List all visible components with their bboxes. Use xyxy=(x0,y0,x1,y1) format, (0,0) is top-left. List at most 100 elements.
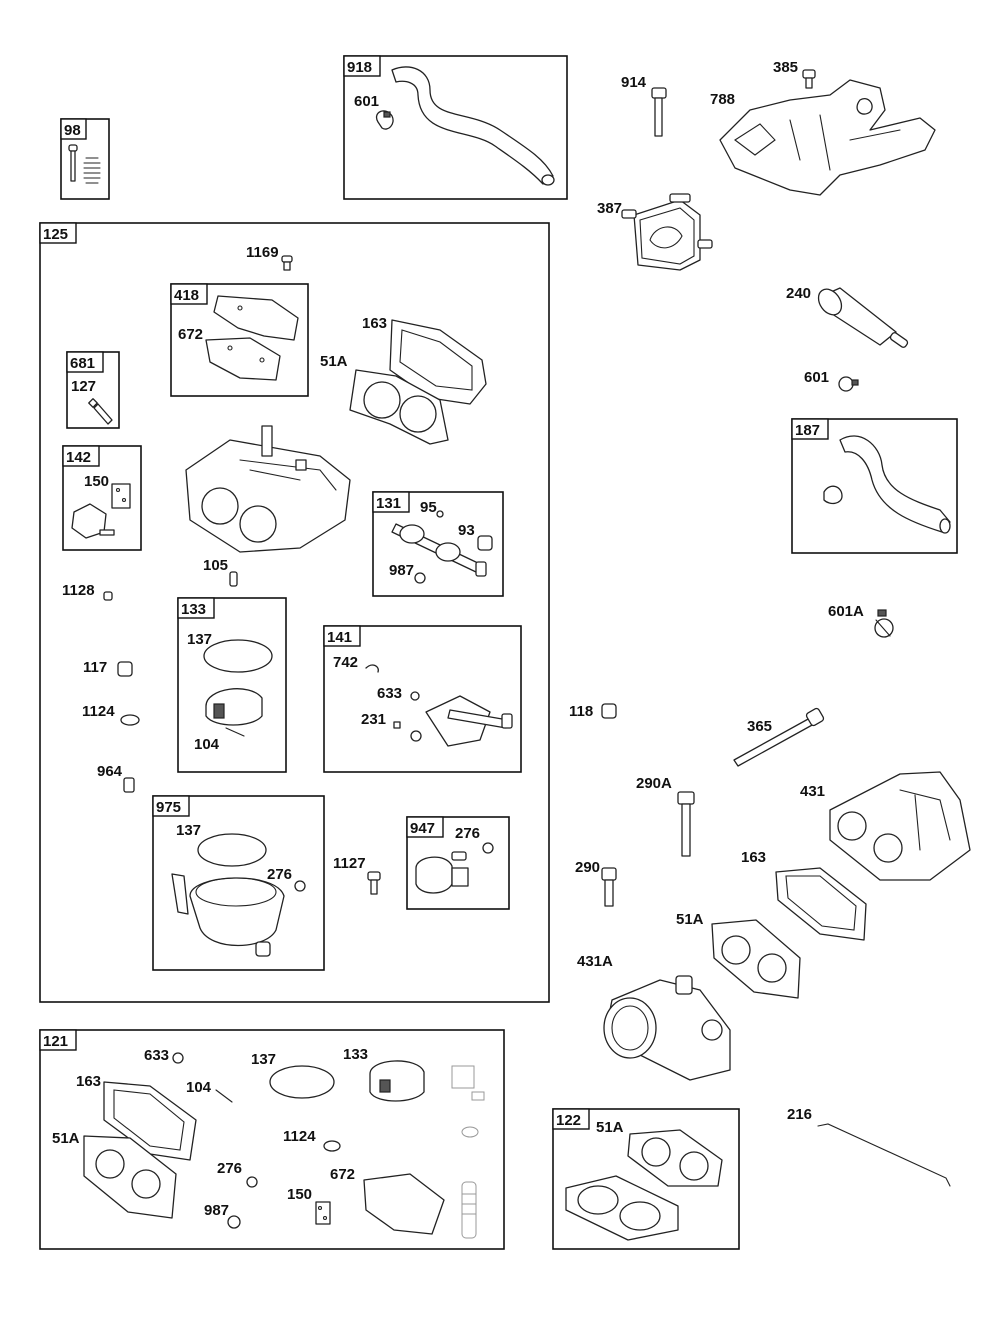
box-187-label: 187 xyxy=(795,422,820,439)
box-947-label: 947 xyxy=(410,820,435,837)
box-418-label: 418 xyxy=(174,287,199,304)
kit-122-drawing xyxy=(565,1129,723,1241)
callout-150: 150 xyxy=(84,473,109,490)
callout-914: 914 xyxy=(621,74,647,91)
callout-276: 276 xyxy=(217,1160,242,1177)
callout-672: 672 xyxy=(330,1166,355,1183)
callout-133: 133 xyxy=(343,1046,368,1063)
callout-633: 633 xyxy=(144,1047,169,1064)
gasket-163-51A-drawing xyxy=(349,319,487,445)
bracket-788-drawing xyxy=(719,79,936,196)
box-125: 125 xyxy=(39,222,550,1003)
callout-51A: 51A xyxy=(676,911,704,928)
choke-141-drawing xyxy=(365,664,513,747)
callout-137: 137 xyxy=(187,631,212,648)
callout-51A: 51A xyxy=(320,353,348,370)
callout-601A: 601A xyxy=(828,603,864,620)
gasket-418-drawing xyxy=(205,295,299,381)
box-418: 418 xyxy=(170,283,309,397)
bolt-365-drawing xyxy=(733,707,825,767)
box-681: 681 xyxy=(66,351,120,429)
callout-987: 987 xyxy=(389,562,414,579)
box-681-label: 681 xyxy=(70,355,95,372)
box-918: 918 xyxy=(343,55,568,200)
bolt-290A-drawing xyxy=(677,791,695,857)
callout-95: 95 xyxy=(420,499,437,516)
box-122: 122 xyxy=(552,1108,740,1250)
callout-118: 118 xyxy=(569,703,593,720)
clamp-601A-drawing xyxy=(874,609,894,638)
callout-788: 788 xyxy=(710,91,735,108)
box-121: 121 xyxy=(39,1029,505,1250)
box-122-label: 122 xyxy=(556,1112,581,1129)
hose-187-drawing xyxy=(823,435,951,534)
bolt-914-drawing xyxy=(651,87,667,137)
box-975: 975 xyxy=(152,795,325,971)
callout-105: 105 xyxy=(203,557,228,574)
solenoid-947-drawing xyxy=(415,842,494,894)
shaft-131-drawing xyxy=(391,510,493,584)
box-131-label: 131 xyxy=(376,495,401,512)
box-133-label: 133 xyxy=(181,601,206,618)
rod-216-drawing xyxy=(817,1123,951,1187)
callout-431: 431 xyxy=(800,783,825,800)
callout-137: 137 xyxy=(176,822,201,839)
box-142: 142 xyxy=(62,445,142,551)
callout-601: 601 xyxy=(354,93,379,110)
callout-104: 104 xyxy=(194,736,220,753)
callout-290: 290 xyxy=(575,859,600,876)
fuel-hose-918-drawing xyxy=(375,66,555,186)
callout-163: 163 xyxy=(76,1073,101,1090)
throttle-body-431A-drawing xyxy=(603,975,731,1081)
bowl-975-drawing xyxy=(171,833,306,957)
plug-1169-drawing xyxy=(281,255,293,271)
gasket-163-right-drawing xyxy=(775,867,867,941)
callout-633: 633 xyxy=(377,685,402,702)
oring-bowl-133-drawing xyxy=(203,639,273,737)
box-187: 187 xyxy=(791,418,958,554)
callout-1127: 1127 xyxy=(333,855,366,872)
box-125-label: 125 xyxy=(43,226,68,243)
gasket-51A-right-drawing xyxy=(711,919,801,999)
fuel-pump-387-drawing xyxy=(621,193,713,271)
callout-127: 127 xyxy=(71,378,96,395)
callout-117: 117 xyxy=(83,659,107,676)
callout-104: 104 xyxy=(186,1079,212,1096)
callout-601: 601 xyxy=(804,369,829,386)
fuel-filter-240-drawing xyxy=(817,287,909,348)
callout-431A: 431A xyxy=(577,953,613,970)
washer-1124-drawing xyxy=(120,714,140,726)
callout-276: 276 xyxy=(267,866,292,883)
callout-964: 964 xyxy=(97,763,123,780)
callout-51A: 51A xyxy=(52,1130,80,1147)
screw-spring-98-drawing xyxy=(68,144,101,184)
adapter-431-drawing xyxy=(829,771,971,881)
callout-365: 365 xyxy=(747,718,772,735)
callout-1128: 1128 xyxy=(62,582,95,599)
screw-1127-drawing xyxy=(367,871,381,895)
callout-163: 163 xyxy=(741,849,766,866)
box-131: 131 xyxy=(372,491,504,597)
callout-385: 385 xyxy=(773,59,798,76)
callout-150: 150 xyxy=(287,1186,312,1203)
callout-231: 231 xyxy=(361,711,386,728)
solenoid-142-drawing xyxy=(71,483,131,539)
box-141-label: 141 xyxy=(327,629,352,646)
clamp-601-drawing xyxy=(838,376,859,392)
box-142-label: 142 xyxy=(66,449,91,466)
kit-121-drawing xyxy=(83,1052,485,1239)
callout-387: 387 xyxy=(597,200,622,217)
needle-127-drawing xyxy=(88,398,113,425)
plug-117-drawing xyxy=(117,661,133,677)
bolt-290-drawing xyxy=(601,867,617,907)
screw-385-drawing xyxy=(802,69,816,89)
callout-290A: 290A xyxy=(636,775,672,792)
callout-240: 240 xyxy=(786,285,811,302)
callout-1124: 1124 xyxy=(283,1128,316,1145)
box-947: 947 xyxy=(406,816,510,910)
box-141: 141 xyxy=(323,625,522,773)
box-918-label: 918 xyxy=(347,59,372,76)
box-133: 133 xyxy=(177,597,287,773)
box-975-label: 975 xyxy=(156,799,181,816)
screw-1128-drawing xyxy=(103,591,113,601)
